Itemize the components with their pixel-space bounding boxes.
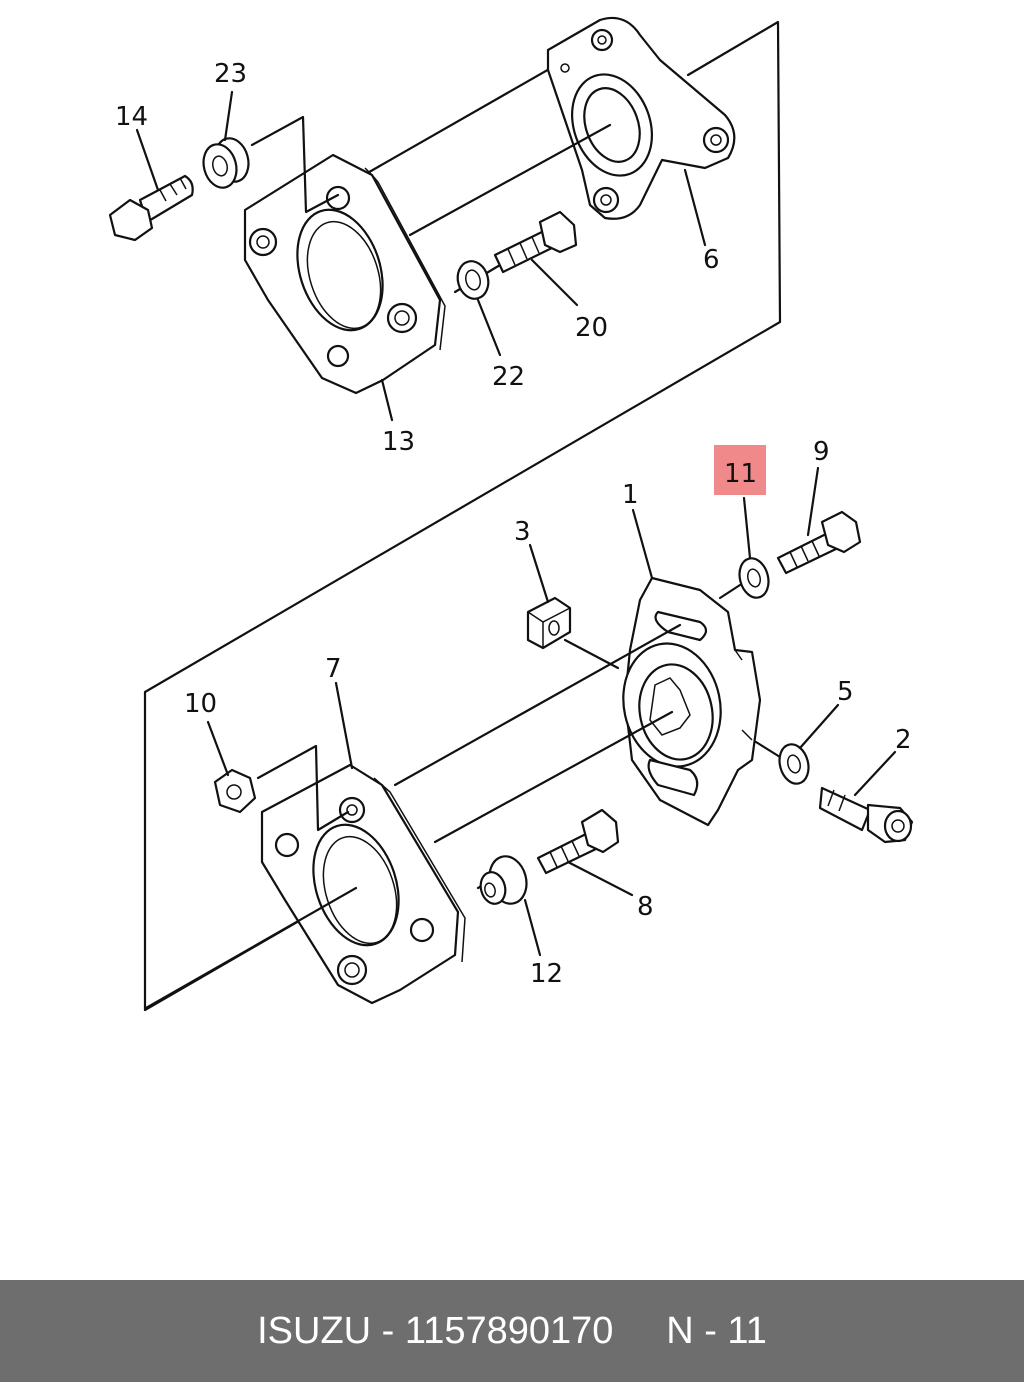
callout-2: 2: [895, 725, 912, 755]
callout-3: 3: [514, 517, 531, 547]
exploded-parts-diagram: 14 23 6 20 22 13 11 9 1 3 7 10 5 2 8 12: [108, 16, 914, 1012]
footer-position: N - 11: [666, 1309, 767, 1352]
callout-1: 1: [622, 480, 639, 510]
part-12-collar[interactable]: [477, 852, 531, 908]
part-8-bolt[interactable]: [536, 808, 620, 875]
callout-leaders: [135, 90, 897, 957]
part-6-flange-housing[interactable]: [546, 16, 736, 220]
part-22-washer[interactable]: [454, 258, 493, 302]
callout-6: 6: [703, 245, 720, 275]
footer-separator: -: [371, 1309, 405, 1352]
callout-5: 5: [837, 677, 854, 707]
callout-22: 22: [492, 362, 525, 392]
footer-brand: ISUZU: [257, 1309, 372, 1352]
part-3-square-nut[interactable]: [526, 596, 572, 650]
part-7-gasket-plate[interactable]: [260, 763, 466, 1005]
part-20-bolt[interactable]: [493, 210, 578, 274]
callout-9: 9: [813, 437, 830, 467]
callout-11: 11: [724, 459, 757, 489]
part-1-main-body[interactable]: [612, 576, 762, 827]
callout-labels: 14 23 6 20 22 13 11 9 1 3 7 10 5 2 8 12: [115, 59, 912, 989]
callout-10: 10: [184, 689, 217, 719]
part-13-gasket-plate[interactable]: [243, 153, 446, 395]
footer-part-number: 1157890170: [404, 1309, 614, 1352]
callout-8: 8: [637, 892, 654, 922]
callout-7: 7: [325, 654, 342, 684]
part-23-collar[interactable]: [199, 135, 253, 192]
part-11-washer[interactable]: [735, 555, 772, 601]
callout-13: 13: [382, 427, 415, 457]
callout-12: 12: [530, 959, 563, 989]
footer-gap: [613, 1310, 666, 1353]
part-10-nut[interactable]: [213, 768, 257, 814]
callout-23: 23: [214, 59, 247, 89]
part-14-bolt[interactable]: [108, 174, 194, 242]
callout-14: 14: [115, 102, 148, 132]
part-5-washer[interactable]: [775, 741, 812, 787]
part-9-bolt[interactable]: [776, 510, 862, 575]
footer-bar: ISUZU - 1157890170 N - 11: [0, 1280, 1024, 1382]
part-2-cap-screw[interactable]: [818, 786, 914, 844]
callout-20: 20: [575, 313, 608, 343]
callout-highlight: [714, 445, 766, 495]
